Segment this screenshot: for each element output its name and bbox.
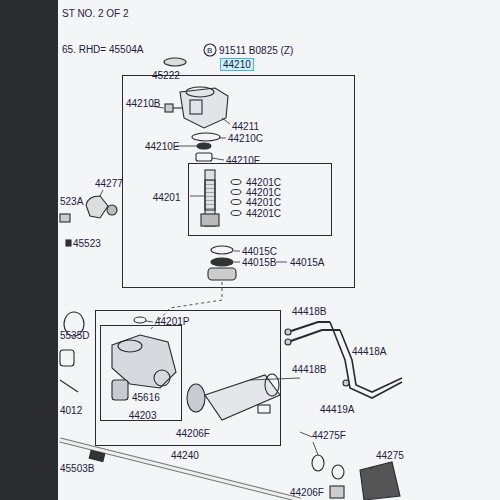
callout-number: 91511 B0825 (Z) [219, 45, 293, 56]
part-group-frame: 44203 [100, 325, 182, 421]
callout-number: 44201C [246, 208, 281, 219]
callout-number: 44201P [155, 316, 189, 327]
part-group-frame: 4424044203 [95, 310, 281, 446]
callout-number: 44277 [95, 178, 123, 189]
callout-number: 45222 [152, 70, 180, 81]
callout-number: 44201C [246, 177, 281, 188]
callout-number: 44206F [176, 428, 210, 439]
callout-number: 44418A [352, 346, 386, 357]
callout-number: 4012 [60, 405, 82, 416]
callout-number: 44201C [246, 197, 281, 208]
callout-number: 44210B [126, 98, 160, 109]
callout-number: 44015A [290, 257, 324, 268]
callout-number: 44210F [226, 155, 260, 166]
group-number: 44210 [221, 59, 253, 70]
callout-number: ST NO. 2 OF 2 [62, 8, 129, 19]
callout-number: 44419A [320, 404, 354, 415]
callout-number: 44015C [242, 246, 277, 257]
callout-number: 523A [60, 196, 83, 207]
callout-number: 44275 [376, 450, 404, 461]
callout-number: 44211 [232, 121, 259, 132]
group-number: 44201 [153, 192, 181, 203]
callout-number: 45616 [132, 392, 160, 403]
group-number: 44240 [171, 450, 199, 461]
callout-number: 44275F [312, 430, 346, 441]
callout-number: 44015B [242, 257, 276, 268]
callout-number: B [207, 45, 212, 56]
callout-number: 45523 [73, 238, 101, 249]
callout-number: 44418B [292, 306, 326, 317]
callout-number: 44418B [292, 364, 326, 375]
callout-number: 44210E [145, 141, 179, 152]
callout-number: 44210C [228, 133, 263, 144]
callout-number: 45503B [60, 463, 94, 474]
callout-number: 44206F [290, 487, 324, 498]
callout-number: 44201C [246, 187, 281, 198]
callout-number: 65. RHD= 45504A [62, 44, 143, 55]
callout-number: 5535D [60, 330, 89, 341]
group-number: 44203 [129, 410, 157, 421]
